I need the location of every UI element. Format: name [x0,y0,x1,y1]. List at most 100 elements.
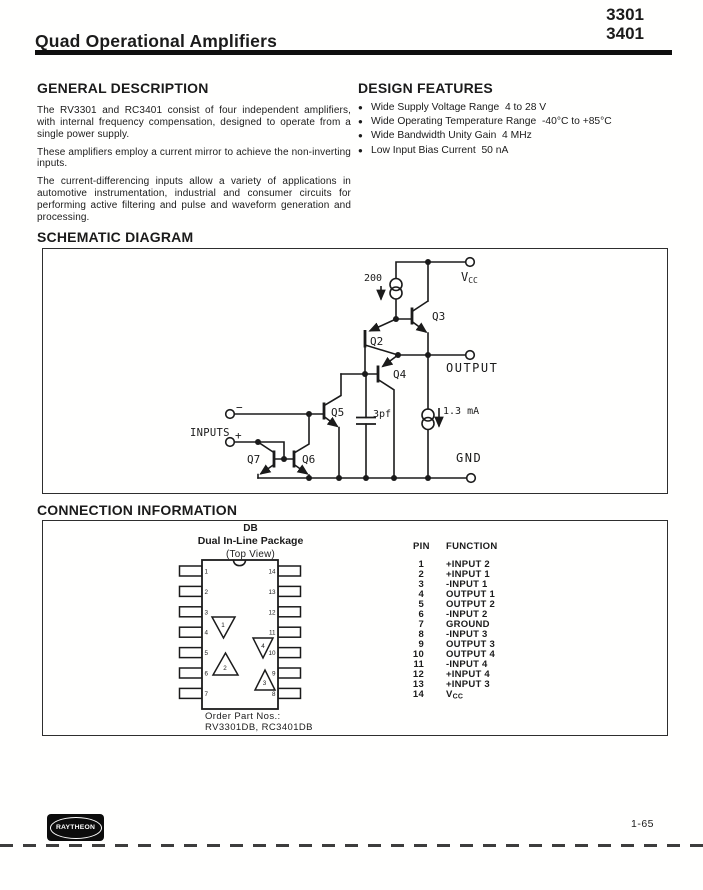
pin-function: OUTPUT 1 [446,588,495,600]
feature-item: ● Wide Supply Voltage Range 4 to 28 V [358,102,664,114]
label-bias-current: 1.3 mA [443,406,479,417]
pin-function: +INPUT 1 [446,568,490,580]
svg-text:1: 1 [205,569,209,576]
svg-text:14: 14 [268,569,276,576]
design-features-list: ● Wide Supply Voltage Range 4 to 28 V ● Wi… [358,102,664,159]
table-row: 4 OUTPUT 1 [404,588,584,600]
package-view: (Top View) [225,548,276,560]
svg-text:5: 5 [205,650,209,657]
pin-function: -INPUT 3 [446,628,488,640]
table-row: 14 VCC [404,688,584,701]
pin-number: 12 [412,668,424,680]
current-source-200-icon [389,277,403,300]
pin-number: 14 [412,688,424,700]
pin-function: OUTPUT 4 [446,648,495,660]
label-vcc: VCC [461,270,478,285]
table-row: 5 OUTPUT 2 [404,598,584,610]
pin-function-vcc: VCC [446,688,464,701]
pin-function: OUTPUT 3 [446,638,495,650]
page-title: Quad Operational Amplifiers [35,31,278,51]
bullet-icon: ● [358,103,363,112]
bullet-icon: ● [358,145,363,155]
terminal-output [464,349,476,361]
order-label: Order Part Nos.: [205,711,281,722]
pin-function: OUTPUT 2 [446,598,495,610]
pin-function: GROUND [446,618,490,630]
paragraph: The current-differencing inputs allow a … [37,176,351,223]
pin-function: -INPUT 4 [446,658,488,670]
dip-pin-numbers: 1 2 3 4 5 6 7 14 13 12 11 10 9 8 [205,569,276,698]
package-code: DB [243,523,258,534]
svg-text:1: 1 [221,622,225,629]
logo-text: RAYTHEON [55,824,96,831]
raytheon-logo: RAYTHEON [47,814,104,841]
pin-number: 1 [418,558,424,570]
general-description-text: The RV3301 and RC3401 consist of four in… [37,105,351,230]
terminal-input-minus [224,408,236,420]
svg-text:2: 2 [223,665,227,672]
label-q4: Q4 [393,368,407,381]
terminal-vcc [464,256,476,268]
header-rule [35,50,672,55]
opamp-4 [251,637,275,660]
feature-text: Low Input Bias Current 50 nA [371,144,509,156]
svg-text:3: 3 [205,609,209,616]
part-number-top: 3301 [606,5,644,24]
label-output: OUTPUT [446,361,498,375]
svg-text:4: 4 [205,630,209,637]
svg-text:12: 12 [268,609,276,616]
feature-item: ● Wide Bandwidth Unity Gain 4 MHz [358,130,664,142]
schematic-diagram: 200 VCC Q3 Q2 Q4 Q5 Q7 Q6 3pf 1.3 mA OUT… [190,256,498,484]
connection-box [42,520,668,736]
pin-number: 7 [418,618,424,630]
table-row: 13 +INPUT 3 [404,678,584,690]
table-row: 1 +INPUT 2 [404,558,584,570]
svg-text:7: 7 [205,691,209,698]
pin-function: +INPUT 3 [446,678,490,690]
footer-dashed-line [0,844,703,847]
schematic-heading: SCHEMATIC DIAGRAM [37,229,194,245]
function-column-header: FUNCTION [446,541,498,552]
svg-text:13: 13 [268,589,276,596]
general-description-heading: GENERAL DESCRIPTION [37,80,209,96]
bullet-icon: ● [358,131,363,141]
pin-number: 4 [418,588,424,600]
schematic-wires [233,261,468,479]
label-inputs: INPUTS [190,427,230,439]
pin-number: 9 [418,638,424,650]
pin-function: -INPUT 1 [446,578,488,590]
pin-function: +INPUT 4 [446,668,490,680]
pin-number: 5 [418,598,424,610]
capacitor-icon [356,416,376,425]
feature-item: ● Low Input Bias Current 50 nA [358,145,664,157]
svg-text:11: 11 [269,630,276,637]
label-gnd: GND [456,451,482,465]
pin-number: 13 [412,678,424,690]
pin-function: +INPUT 2 [446,558,490,570]
label-q2: Q2 [370,335,383,348]
opamp-2 [211,651,240,676]
svg-text:4: 4 [261,643,265,650]
connection-information-heading: CONNECTION INFORMATION [37,502,238,518]
label-cap: 3pf [373,409,391,420]
current-source-1-3ma-icon [421,408,435,431]
feature-text: Wide Operating Temperature Range -40°C t… [371,116,612,128]
package-name: Dual In-Line Package [197,535,304,547]
page-number: 1-65 [631,818,655,830]
label-q5: Q5 [331,406,344,419]
junction-dots [255,259,431,481]
opamp-3 [253,668,277,691]
label-q3: Q3 [432,310,445,323]
table-row: 7 GROUND [404,618,584,630]
part-numbers: 3301 3401 [560,5,644,43]
feature-text: Wide Bandwidth Unity Gain 4 MHz [371,130,532,142]
svg-text:6: 6 [205,671,209,678]
feature-text: Wide Supply Voltage Range 4 to 28 V [371,102,547,113]
pin-number: 8 [418,628,424,640]
paragraph: The RV3301 and RC3401 consist of four in… [37,105,351,140]
part-number-bottom: 3401 [606,23,644,43]
terminal-input-plus [224,436,236,448]
